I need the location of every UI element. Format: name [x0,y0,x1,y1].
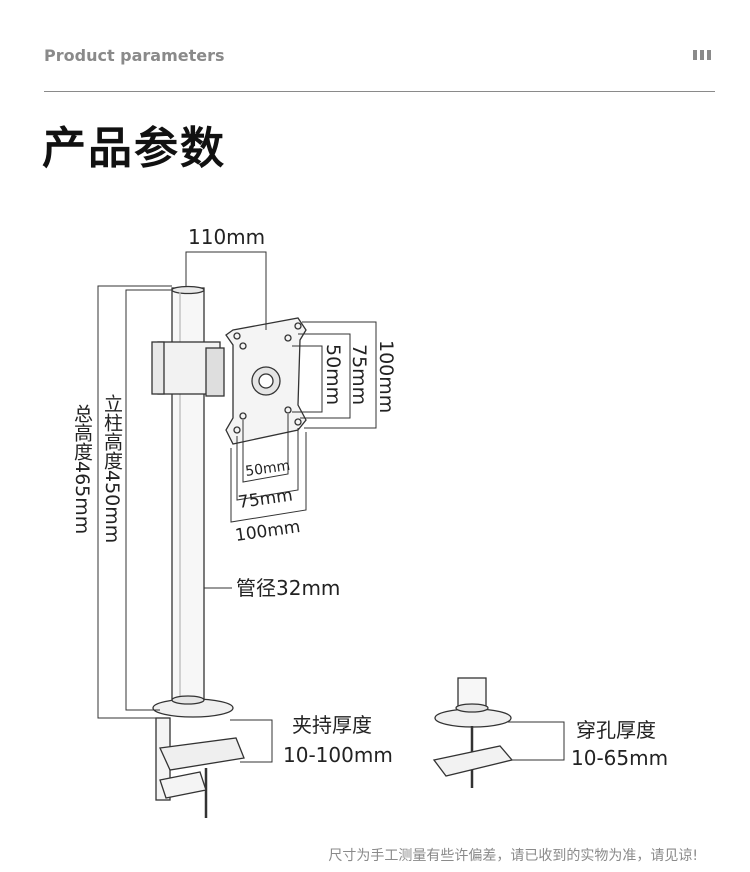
label-total-height: 总高度465mm [71,404,93,535]
section-header-label: Product parameters [44,46,225,65]
dim-line-vesa-v-large [302,321,377,429]
label-grommet-range: 10-65mm [571,746,668,770]
vesa-plate [225,317,307,445]
label-vesa-h-small: 50mm [244,458,291,480]
label-vesa-h-large: 100mm [234,517,302,546]
label-grommet: 穿孔厚度 [576,718,656,742]
dim-line-total-height [97,285,172,719]
menu-bars-icon [693,50,711,60]
header-divider [44,91,715,92]
dim-line-top-width [185,251,267,330]
pole [151,285,225,701]
label-vesa-v-small: 50mm [322,344,344,405]
grommet-mount [432,677,514,788]
dim-line-vesa-v-medium [298,333,351,419]
label-vesa-v-large: 100mm [375,340,397,413]
dim-line-vesa-h-medium [236,428,299,501]
dim-line-pole-height [125,289,172,711]
label-vesa-h-medium: 75mm [237,486,294,513]
label-pipe-diameter: 管径32mm [236,576,340,600]
page-title: 产品参数 [42,123,226,174]
label-clamp-range: 10-100mm [283,743,393,767]
dim-line-clamp [230,719,273,763]
label-vesa-v-medium: 75mm [348,344,370,405]
label-top-width: 110mm [188,225,265,249]
dim-line-grommet [508,721,565,761]
dim-line-vesa-h-large [230,432,307,523]
dim-line-vesa-h-small [242,414,289,483]
label-clamp: 夹持厚度 [292,713,372,737]
dim-line-vesa-v-small [292,345,323,413]
desk-clamp [152,695,245,818]
label-pole-height: 立柱高度450mm [101,394,123,544]
footer-note: 尺寸为手工测量有些许偏差，请已收到的实物为准，请见谅! [328,848,698,864]
